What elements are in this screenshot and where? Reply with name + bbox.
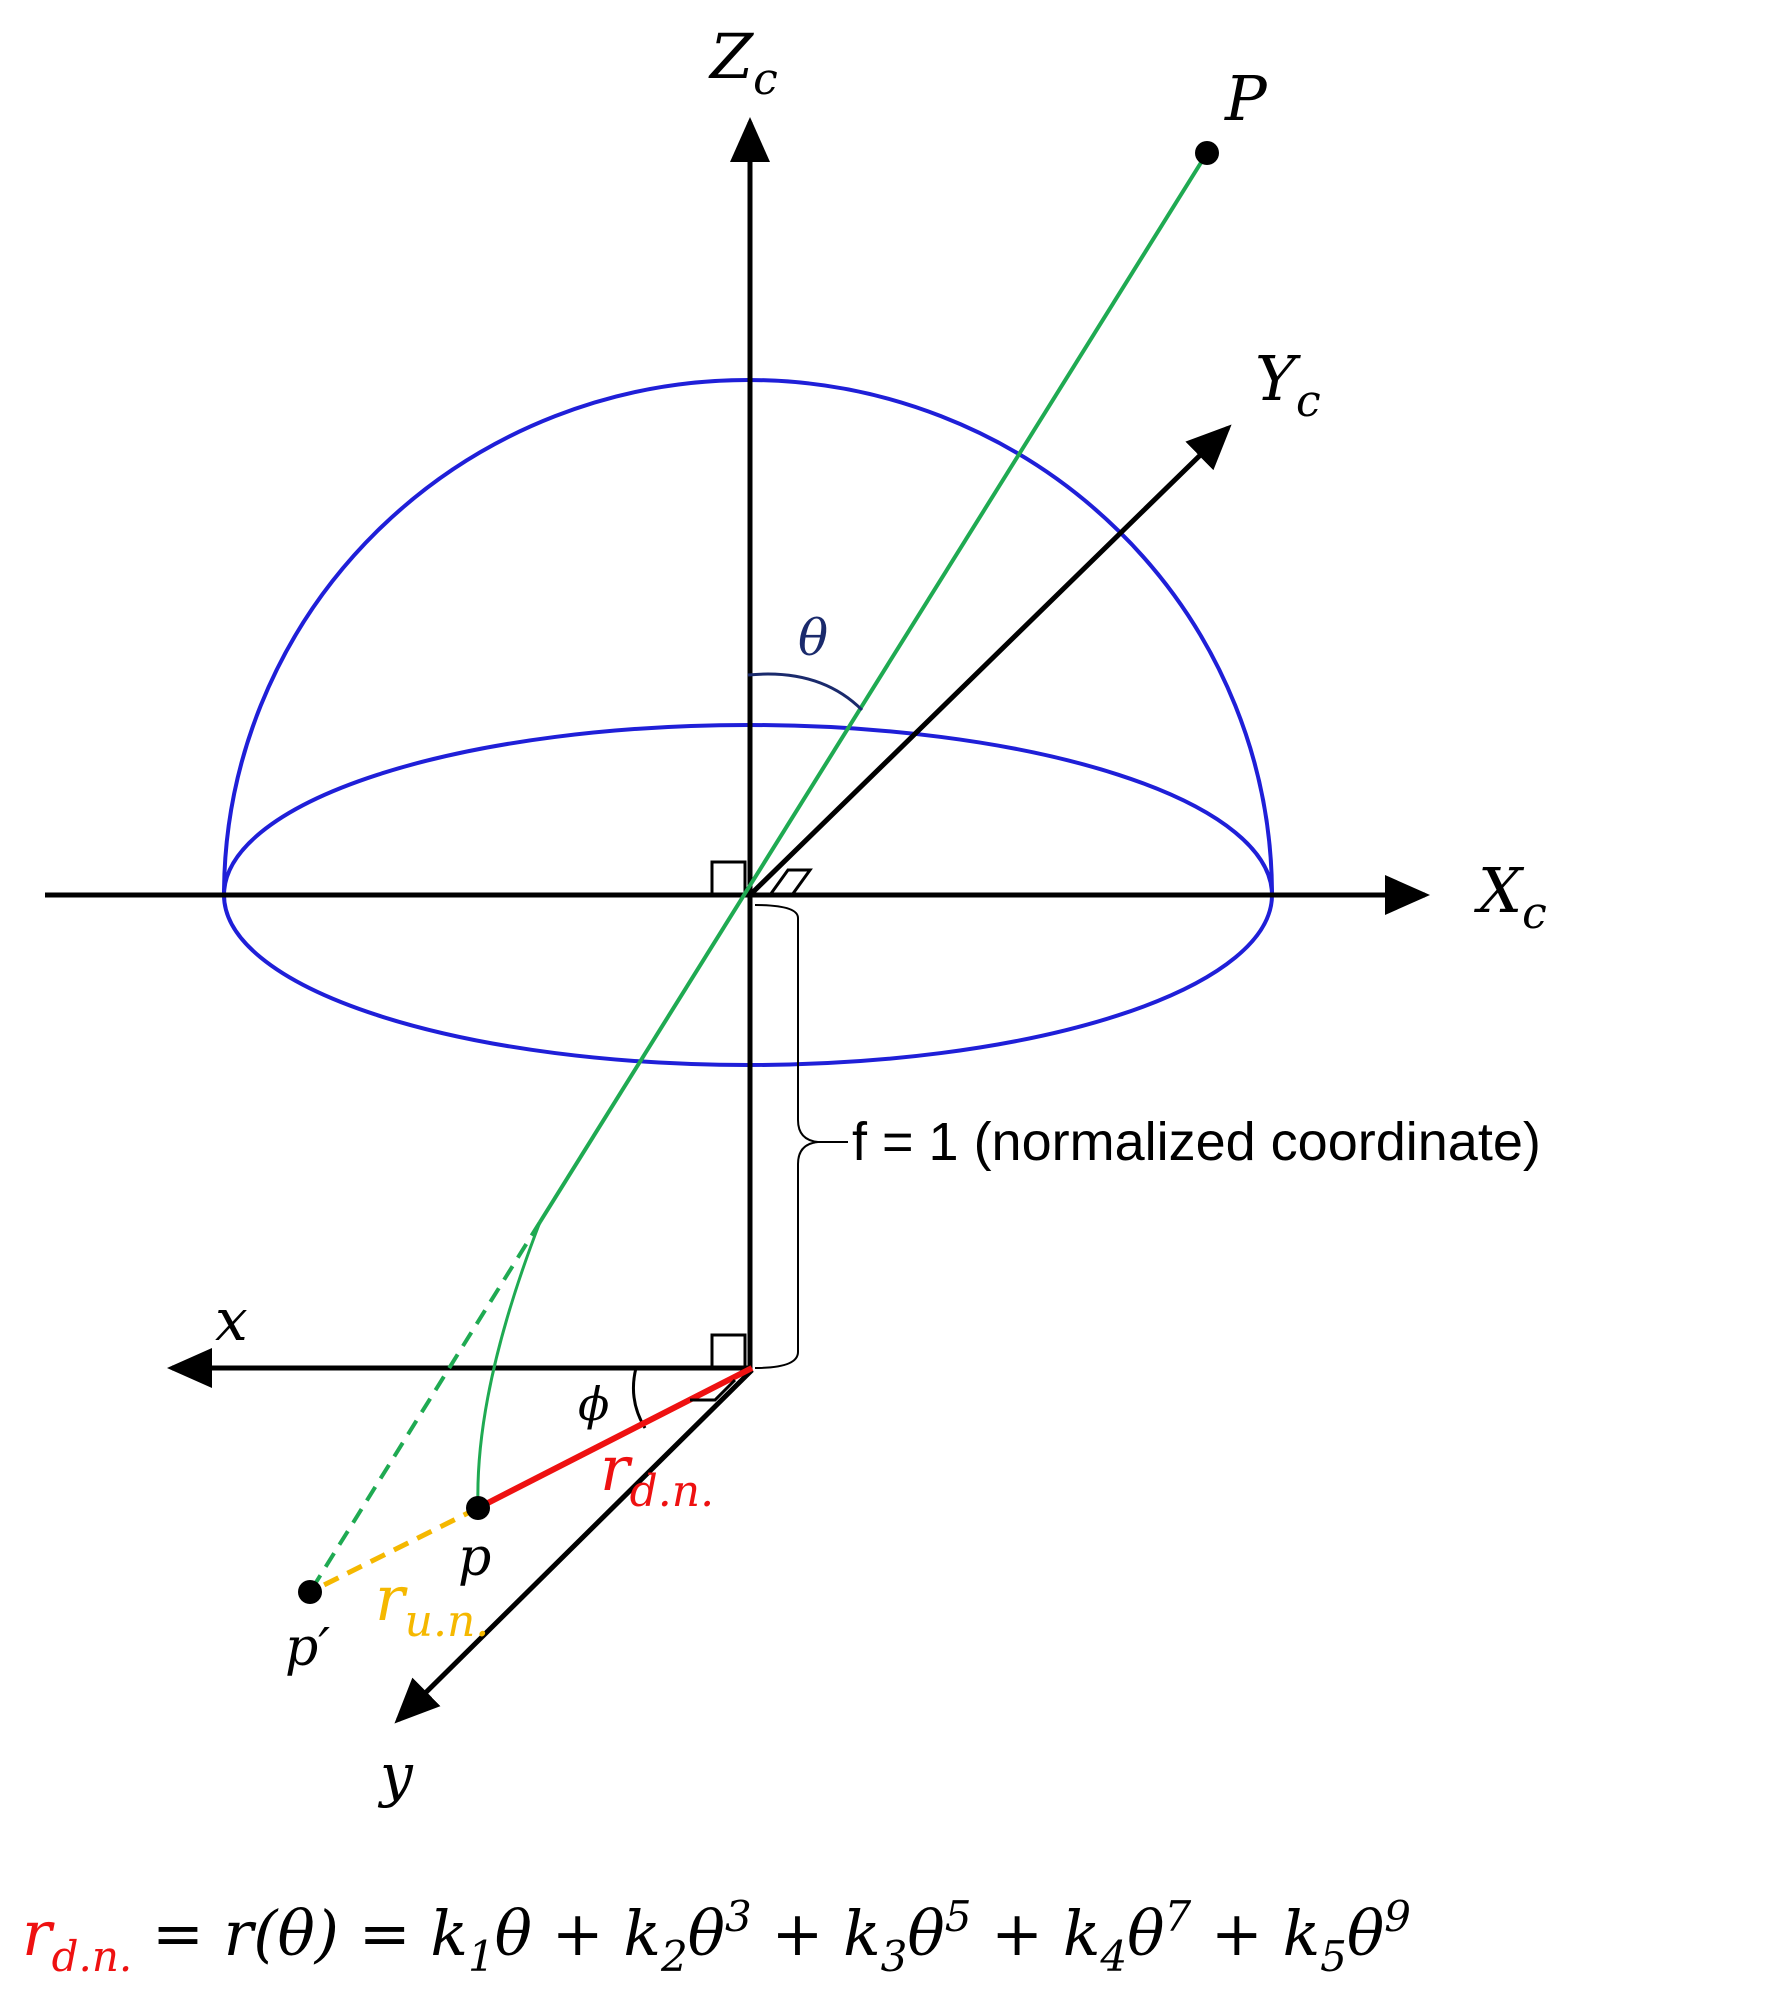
right-angle-marker-image xyxy=(710,1333,747,1368)
label-P: P xyxy=(1224,62,1268,135)
label-xc: Xc xyxy=(1474,854,1547,939)
yc-axis xyxy=(748,424,1232,897)
label-focal-note: f = 1 (normalized coordinate) xyxy=(852,1112,1541,1172)
label-phi: ϕ xyxy=(578,1377,609,1431)
label-p-prime: p′ xyxy=(285,1618,330,1678)
label-zc: Zc xyxy=(708,20,778,105)
distortion-formula: rd.n. = r(θ) = k1θ + k2θ3 + k3θ5 + k4θ7 … xyxy=(22,1892,1411,1981)
formula-lhs-sub: d.n. xyxy=(52,1932,133,1981)
label-y: y xyxy=(377,1741,414,1809)
label-x: x xyxy=(215,1286,248,1354)
ray-extension-dashed xyxy=(308,1220,542,1594)
point-p-prime-dot xyxy=(298,1580,322,1604)
right-angle-marker-origin xyxy=(710,860,747,895)
formula-lhs-main: r xyxy=(22,1897,55,1970)
focal-length-bracket xyxy=(754,904,819,1369)
point-p-dot xyxy=(466,1496,490,1520)
label-p: p xyxy=(458,1528,491,1588)
label-r-dn: rd.n. xyxy=(600,1432,714,1517)
formula-rhs: = r(θ) = k xyxy=(132,1897,468,1970)
label-r-un: ru.n. xyxy=(375,1562,489,1647)
undistorted-radius-line xyxy=(308,1505,480,1595)
right-angle-marker-red xyxy=(690,1378,737,1402)
phi-arc xyxy=(631,1367,647,1429)
distorted-radius-line xyxy=(476,1365,754,1511)
distortion-curve xyxy=(476,1221,542,1506)
incoming-ray xyxy=(538,151,1209,1224)
point-P-dot xyxy=(1195,141,1219,165)
theta-arc xyxy=(747,672,864,712)
right-angle-marker-origin-yc xyxy=(768,868,813,896)
image-y-axis xyxy=(394,1368,754,1724)
label-theta: θ xyxy=(798,609,828,667)
label-yc: Yc xyxy=(1255,342,1321,427)
